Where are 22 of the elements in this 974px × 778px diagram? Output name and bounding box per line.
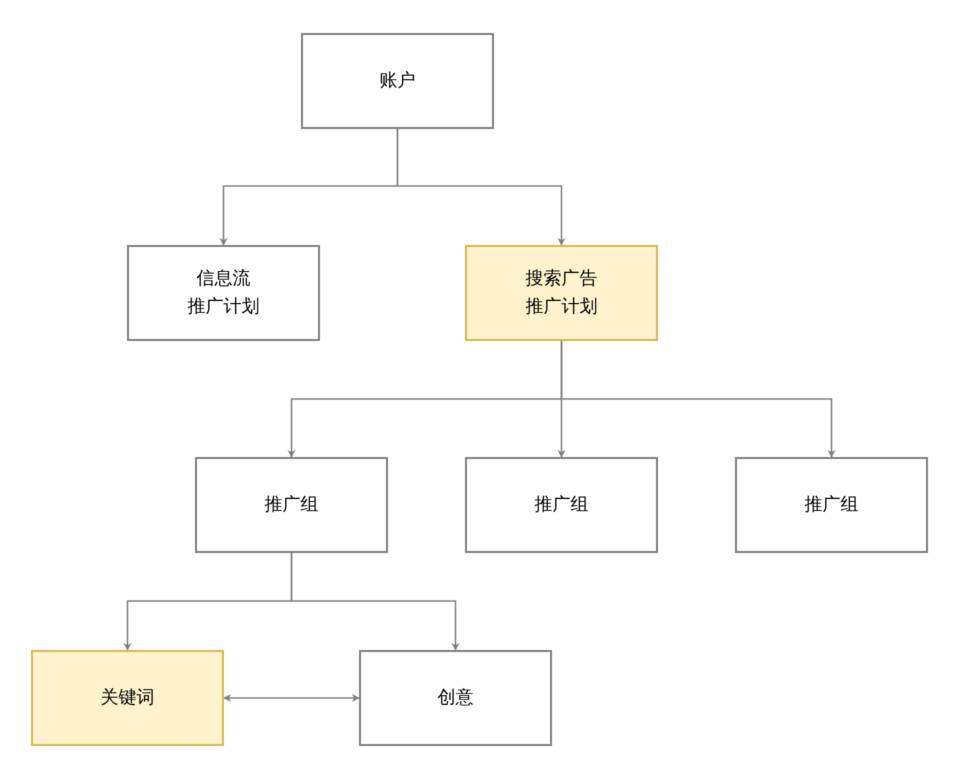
process-box <box>301 33 494 129</box>
arrow <box>560 341 836 458</box>
box-label: 推广计划 <box>526 295 598 319</box>
arrow <box>396 129 566 246</box>
box-label: 信息流 <box>196 267 250 291</box>
process-box <box>735 457 928 553</box>
arrow <box>223 694 360 702</box>
process-box <box>31 650 224 746</box>
box-label: 关键词 <box>100 686 154 710</box>
box-label: 推广组 <box>534 493 588 517</box>
process-box <box>465 245 658 341</box>
process-box <box>127 245 320 341</box>
process-box <box>195 457 388 553</box>
box-label: 推广组 <box>804 493 858 517</box>
process-box <box>359 650 552 746</box>
box-label: 推广计划 <box>188 295 260 319</box>
box-label: 账户 <box>380 69 416 93</box>
box-label: 搜索广告 <box>526 267 598 291</box>
process-box <box>465 457 658 553</box>
box-label: 推广组 <box>264 493 318 517</box>
arrow <box>290 553 460 651</box>
box-label: 创意 <box>438 686 474 710</box>
